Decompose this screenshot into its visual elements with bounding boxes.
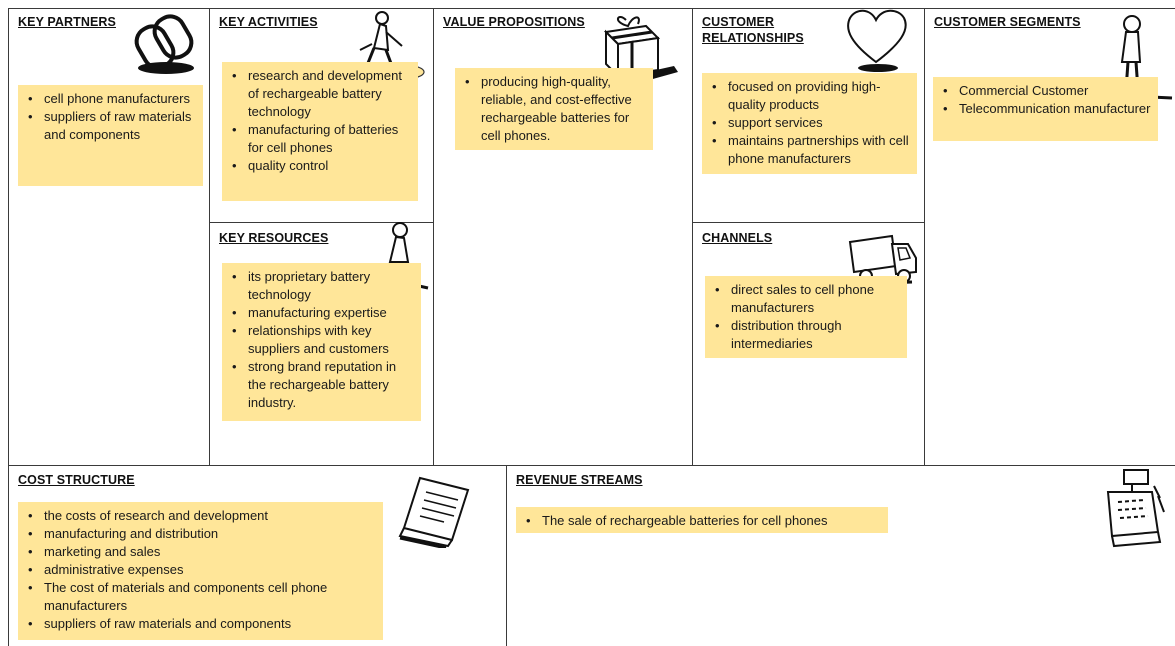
sticky-note: the costs of research and development ma… xyxy=(18,502,383,640)
divider xyxy=(8,465,1175,466)
sticky-note: The sale of rechargeable batteries for c… xyxy=(516,507,888,533)
section-title: COST STRUCTURE xyxy=(18,473,135,487)
sticky-note: direct sales to cell phone manufacturers… xyxy=(705,276,907,358)
standing-person-icon xyxy=(1108,12,1174,100)
divider xyxy=(8,8,9,646)
list-item: administrative expenses xyxy=(24,561,377,579)
list-item: The sale of rechargeable batteries for c… xyxy=(522,512,882,530)
list-item: Telecommunication manufacturer xyxy=(939,100,1152,118)
divider xyxy=(692,222,924,223)
list-item: strong brand reputation in the rechargea… xyxy=(228,358,415,412)
sticky-note: its proprietary battery technology manuf… xyxy=(222,263,421,421)
section-title: KEY ACTIVITIES xyxy=(219,15,318,29)
list-item: research and development of rechargeable… xyxy=(228,67,412,121)
divider xyxy=(506,465,507,646)
list-item: support services xyxy=(708,114,911,132)
list-item: distribution through intermediaries xyxy=(711,317,901,353)
list-item: direct sales to cell phone manufacturers xyxy=(711,281,901,317)
list-item: suppliers of raw materials and component… xyxy=(24,615,377,633)
section-title: CHANNELS xyxy=(702,231,773,245)
sticky-note: focused on providing high-quality produc… xyxy=(702,73,917,174)
chain-link-icon xyxy=(132,12,202,76)
divider xyxy=(209,8,210,465)
list-item: its proprietary battery technology xyxy=(228,268,415,304)
section-title: REVENUE STREAMS xyxy=(516,473,643,487)
list-item: manufacturing and distribution xyxy=(24,525,377,543)
section-title: KEY PARTNERS xyxy=(18,15,116,29)
divider xyxy=(209,222,433,223)
list-item: maintains partnerships with cell phone m… xyxy=(708,132,911,168)
section-title: CUSTOMER RELATIONSHIPS xyxy=(702,15,804,45)
list-item: Commercial Customer xyxy=(939,82,1152,100)
sticky-note: producing high-quality, reliable, and co… xyxy=(455,68,653,150)
list-item: manufacturing expertise xyxy=(228,304,415,322)
list-item: cell phone manufacturers xyxy=(24,90,197,108)
section-title: VALUE PROPOSITIONS xyxy=(443,15,585,29)
list-item: The cost of materials and components cel… xyxy=(24,579,377,615)
sticky-note: cell phone manufacturers suppliers of ra… xyxy=(18,85,203,186)
cash-register-icon xyxy=(1098,466,1168,552)
heart-icon xyxy=(842,4,912,74)
list-item: quality control xyxy=(228,157,412,175)
sticky-note: research and development of rechargeable… xyxy=(222,62,418,201)
list-item: manufacturing of batteries for cell phon… xyxy=(228,121,412,157)
list-item: the costs of research and development xyxy=(24,507,377,525)
divider xyxy=(692,8,693,465)
document-icon xyxy=(396,474,480,548)
sticky-note: Commercial Customer Telecommunication ma… xyxy=(933,77,1158,141)
divider xyxy=(924,8,925,465)
section-title: KEY RESOURCES xyxy=(219,231,329,245)
divider xyxy=(8,8,1175,9)
list-item: producing high-quality, reliable, and co… xyxy=(461,73,647,145)
divider xyxy=(433,8,434,465)
list-item: focused on providing high-quality produc… xyxy=(708,78,911,114)
list-item: marketing and sales xyxy=(24,543,377,561)
list-item: relationships with key suppliers and cus… xyxy=(228,322,415,358)
list-item: suppliers of raw materials and component… xyxy=(24,108,197,144)
section-title: CUSTOMER SEGMENTS xyxy=(934,15,1081,29)
